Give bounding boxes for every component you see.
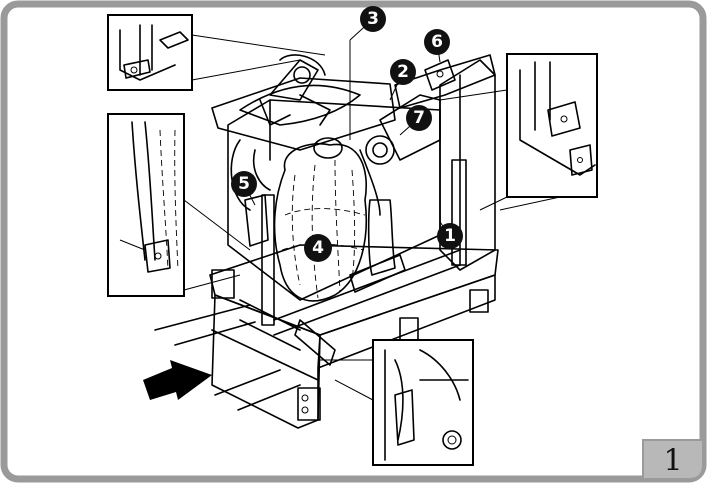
insertion-arrow-icon (143, 360, 212, 400)
callout-6-label: 6 (431, 32, 443, 52)
forklift-direction (143, 304, 301, 411)
callout-3-label: 3 (367, 9, 379, 29)
callout-1: 1 (437, 221, 463, 249)
detail-inset-top-left (107, 14, 326, 91)
callout-5: 5 (231, 171, 257, 206)
figure-number-tab: 1 (642, 439, 704, 480)
callout-7-label: 7 (413, 108, 425, 128)
callout-2-label: 2 (397, 62, 409, 82)
detail-inset-left (107, 113, 251, 297)
machine-body (211, 54, 496, 366)
callout-3: 3 (349, 6, 386, 140)
callout-1-label: 1 (444, 226, 456, 246)
callout-6: 6 (424, 29, 450, 63)
callout-5-label: 5 (238, 174, 250, 194)
callout-4: 4 (304, 234, 332, 262)
callout-7: 7 (399, 105, 432, 136)
callout-2: 2 (389, 59, 416, 101)
detail-inset-bottom-right (320, 339, 474, 466)
detail-inset-right (439, 53, 598, 211)
callout-4-label: 4 (312, 238, 324, 258)
figure-number: 1 (663, 444, 682, 479)
